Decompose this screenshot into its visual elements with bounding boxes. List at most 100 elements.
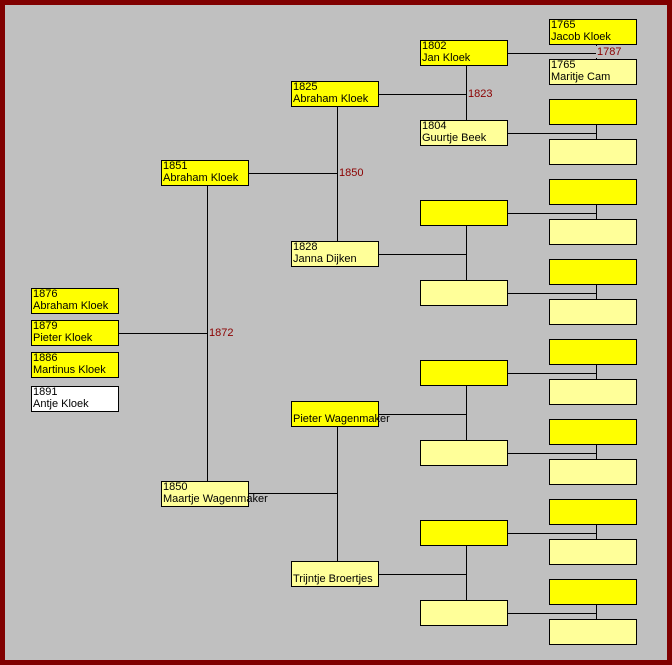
person-name [421, 613, 507, 625]
connector-line-vertical [466, 66, 467, 120]
person-birth-year: 1891 [33, 386, 58, 398]
person-name: Maartje Wagenmaker [163, 493, 268, 505]
person-birth-year: 1825 [293, 81, 318, 93]
great-grandparent-card[interactable] [420, 440, 508, 466]
connector-line-vertical [337, 107, 338, 241]
gg-grandparent-card[interactable] [549, 459, 637, 485]
gg-grandparent-card[interactable] [549, 339, 637, 365]
person-name [550, 192, 636, 204]
great-grandparent-card[interactable] [420, 200, 508, 226]
person-name: Abraham Kloek [33, 300, 109, 312]
person-birth-year [550, 460, 636, 472]
person-name [421, 293, 507, 305]
person-birth-year [550, 500, 636, 512]
connector-line-vertical [596, 125, 597, 139]
gg-grandparent-card[interactable] [549, 259, 637, 285]
person-name [550, 432, 636, 444]
gg-grandparent-card[interactable] [549, 379, 637, 405]
great-grandparent-card[interactable] [420, 520, 508, 546]
connector-line-horizontal [508, 133, 596, 134]
connector-line-horizontal [508, 533, 596, 534]
person-birth-year [550, 300, 636, 312]
person-name: Jacob Kloek [551, 31, 611, 43]
gg-grandparent-card[interactable] [549, 299, 637, 325]
gg-grandparent-card[interactable] [549, 619, 637, 645]
person-name: Pieter Kloek [33, 332, 93, 344]
gg-grandparent-card[interactable] [549, 499, 637, 525]
person-birth-year [550, 140, 636, 152]
person-name [550, 272, 636, 284]
person-name: Guurtje Beek [422, 132, 487, 144]
marriage-year-label: 1850 [338, 167, 365, 179]
connector-line-horizontal [508, 53, 596, 54]
connector-line-vertical [596, 525, 597, 539]
marriage-year-label: 1823 [467, 88, 494, 100]
connector-line-vertical [596, 605, 597, 619]
person-name: Janna Dijken [293, 253, 357, 265]
connector-line-vertical [596, 205, 597, 219]
gg-grandparent-card[interactable] [549, 539, 637, 565]
connector-line-vertical [466, 386, 467, 440]
connector-line-horizontal [508, 373, 596, 374]
person-birth-year: 1828 [293, 241, 318, 253]
gg-grandparent-card[interactable] [549, 219, 637, 245]
person-birth-year [550, 340, 636, 352]
person-name: Abraham Kloek [293, 93, 369, 105]
person-name [421, 373, 507, 385]
grandparent-card[interactable]: Trijntje Broertjes [291, 561, 379, 587]
person-name [550, 232, 636, 244]
connector-line-horizontal [249, 493, 337, 494]
gg-grandparent-card[interactable] [549, 579, 637, 605]
person-name [550, 472, 636, 484]
grandparent-card[interactable]: Pieter Wagenmaker [291, 401, 390, 427]
person-birth-year [421, 201, 507, 213]
person-birth-year: 1886 [33, 352, 58, 364]
great-grandparent-card[interactable] [420, 600, 508, 626]
person-birth-year: 1876 [33, 288, 58, 300]
marriage-year-label: 1872 [208, 327, 235, 339]
gg-grandparent-card[interactable] [549, 139, 637, 165]
person-birth-year [421, 281, 507, 293]
connector-line-vertical [337, 427, 338, 561]
person-birth-year [421, 521, 507, 533]
connector-line-vertical [466, 226, 467, 280]
great-grandparent-card[interactable] [420, 360, 508, 386]
gg-grandparent-card[interactable] [549, 419, 637, 445]
connector-line-vertical [596, 365, 597, 379]
connector-line-horizontal [508, 613, 596, 614]
connector-line-vertical [596, 285, 597, 299]
connector-line-vertical [596, 445, 597, 459]
person-name [550, 112, 636, 124]
gg-grandparent-card[interactable] [549, 99, 637, 125]
person-name [550, 152, 636, 164]
person-birth-year [550, 420, 636, 432]
great-grandparent-card[interactable] [420, 280, 508, 306]
person-birth-year: 1802 [422, 40, 447, 52]
connector-line-horizontal [508, 293, 596, 294]
gg-grandparent-card[interactable] [549, 179, 637, 205]
person-name: Pieter Wagenmaker [293, 413, 390, 425]
person-name [550, 392, 636, 404]
person-birth-year: 1851 [163, 160, 188, 172]
person-name: Abraham Kloek [163, 172, 239, 184]
person-birth-year: 1879 [33, 320, 58, 332]
connector-line-horizontal [379, 254, 466, 255]
person-name [550, 352, 636, 364]
person-birth-year [550, 620, 636, 632]
person-birth-year [550, 260, 636, 272]
connector-line-vertical [466, 546, 467, 600]
person-name [550, 312, 636, 324]
